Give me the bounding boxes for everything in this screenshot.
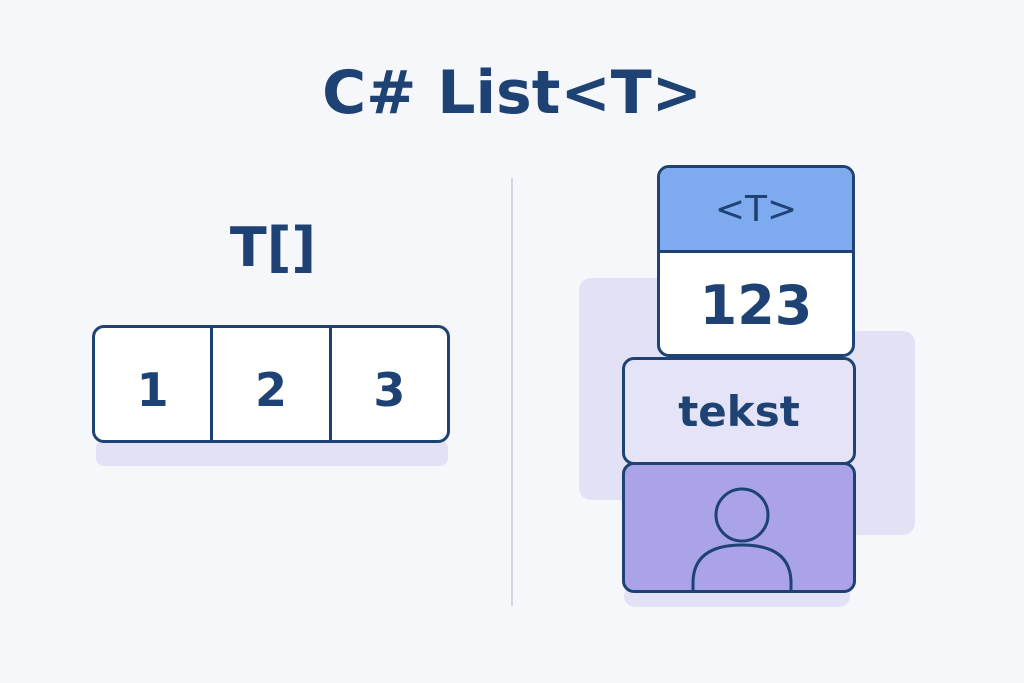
array-cell: 2 xyxy=(213,328,332,440)
list-item-generic: <T> 123 xyxy=(657,165,855,357)
array-cell: 1 xyxy=(95,328,214,440)
array-box: 1 2 3 xyxy=(92,325,450,443)
list-item-text: tekst xyxy=(622,357,856,465)
generic-type-header: <T> xyxy=(660,168,852,253)
diagram-title: C# List<T> xyxy=(322,58,702,128)
divider-line xyxy=(511,178,513,606)
array-label: T[] xyxy=(229,216,317,279)
array-cell: 3 xyxy=(373,363,406,417)
array-shadow xyxy=(96,440,448,466)
list-item-number: 123 xyxy=(699,273,813,337)
list-item-object xyxy=(622,462,856,593)
person-icon xyxy=(691,487,793,590)
